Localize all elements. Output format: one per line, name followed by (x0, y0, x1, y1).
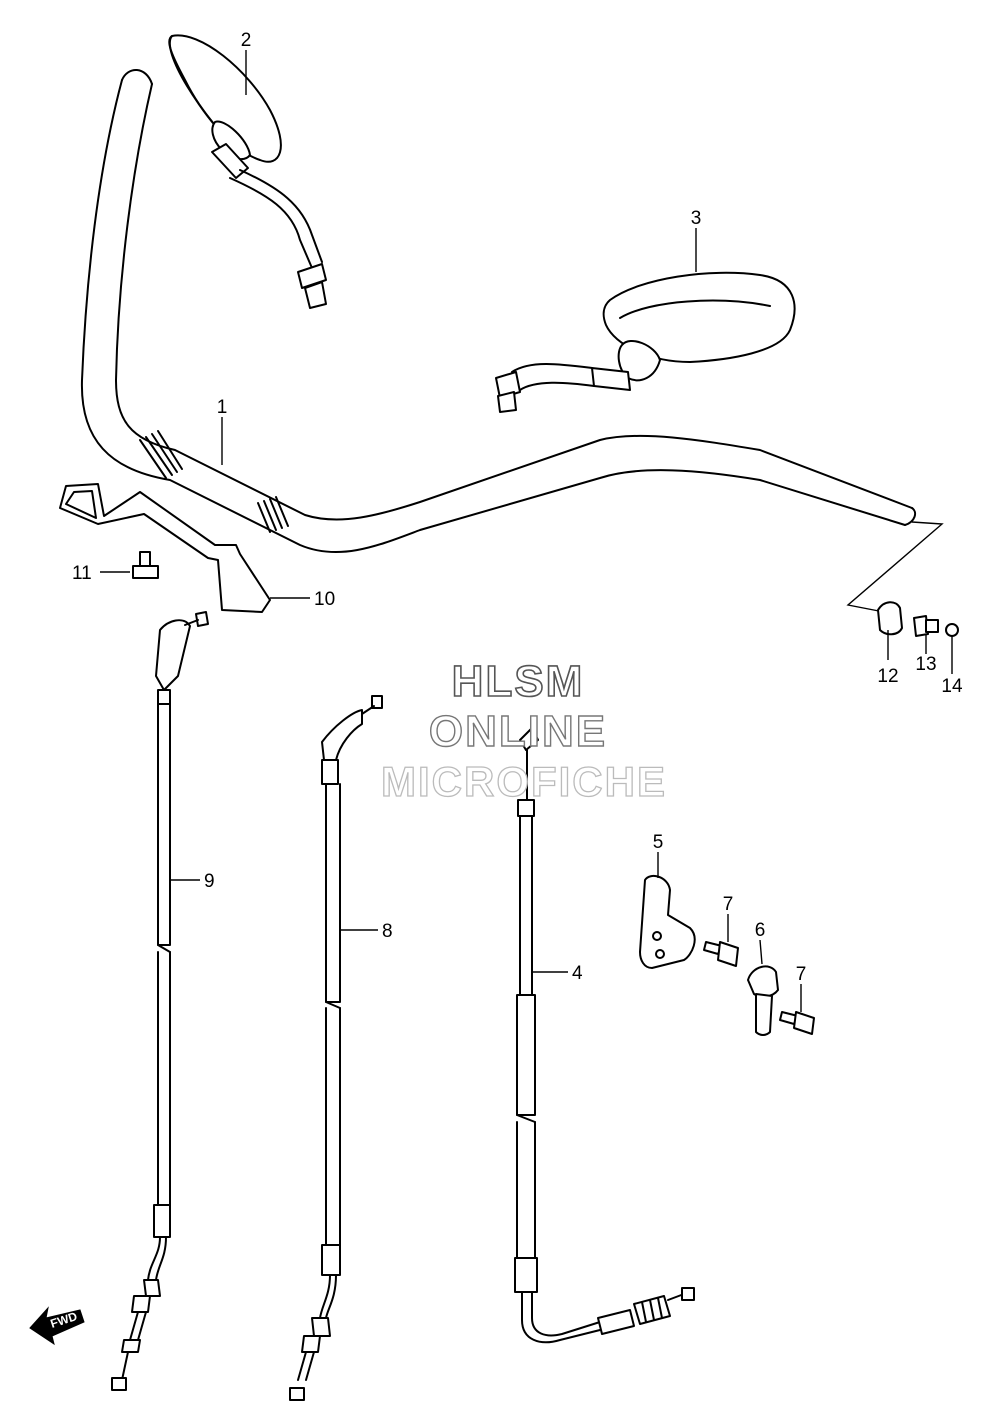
watermark-line-3: MICROFICHE (381, 758, 667, 805)
callout-5: 5 (653, 832, 664, 853)
callout-10: 10 (314, 589, 335, 610)
watermark: HLSM ONLINE MICROFICHE (380, 656, 667, 805)
handlebar (80, 69, 917, 553)
callout-2: 2 (241, 30, 252, 51)
callout-14: 14 (941, 676, 963, 697)
knurl-center (257, 496, 289, 533)
leader-lines (100, 50, 953, 1012)
knurl-left (139, 430, 183, 479)
bracket-5 (639, 874, 696, 969)
callout-13: 13 (915, 654, 936, 675)
callout-11: 11 (72, 563, 92, 584)
callout-7-upper: 7 (723, 894, 734, 915)
mirror-left (168, 34, 327, 309)
clamp-6 (747, 965, 779, 1036)
watermark-line-1: HLSM (452, 657, 585, 706)
mirror-right (495, 271, 796, 413)
screw-13 (913, 615, 939, 637)
handlebar-wire-bracket (59, 483, 271, 613)
bar-end-detail (846, 521, 959, 637)
callout-3: 3 (691, 208, 702, 229)
bolt-7a (703, 941, 739, 967)
cable-4 (514, 727, 695, 1344)
forward-arrow-icon: FWD (29, 1306, 85, 1346)
callout-7-lower: 7 (796, 964, 807, 985)
callout-9: 9 (204, 871, 215, 892)
callout-8: 8 (382, 921, 393, 942)
callout-6: 6 (755, 920, 766, 941)
callout-12: 12 (877, 666, 898, 687)
watermark-line-2: ONLINE (429, 707, 607, 756)
bar-end-weight-12 (877, 601, 903, 636)
callout-4: 4 (572, 963, 583, 984)
cable-9 (111, 611, 209, 1391)
bolt-11 (132, 551, 159, 579)
bolt-7b (779, 1011, 815, 1035)
cable-8 (289, 695, 383, 1401)
callout-1: 1 (217, 397, 228, 418)
callout-labels: 2 3 1 10 11 12 13 14 9 8 4 5 7 6 7 (72, 30, 963, 985)
washer-14 (945, 623, 959, 637)
